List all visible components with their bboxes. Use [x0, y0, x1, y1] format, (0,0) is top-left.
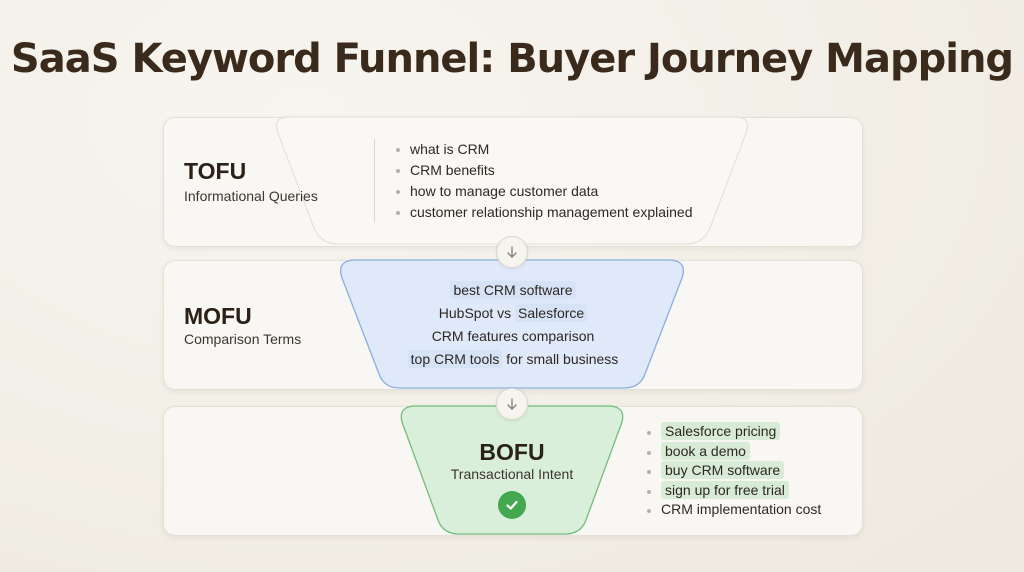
mofu-keyword-text: HubSpot vs: [438, 305, 516, 321]
mofu-keyword-list: best CRM software HubSpot vs Salesforce …: [380, 279, 646, 371]
tofu-title: TOFU: [184, 158, 247, 184]
mofu-keyword-highlight: best CRM software: [450, 281, 576, 299]
bofu-keyword-highlight: sign up for free trial: [661, 480, 789, 499]
bofu-title: BOFU: [479, 439, 545, 465]
bofu-keyword: Salesforce pricing: [647, 422, 821, 442]
tofu-keyword: what is CRM: [396, 139, 693, 160]
arrow-down-glyph: [507, 398, 517, 410]
page-title: SaaS Keyword Funnel: Buyer Journey Mappi…: [10, 36, 1014, 82]
tofu-keyword: how to manage customer data: [396, 181, 693, 202]
bofu-funnel-shape: [400, 405, 624, 535]
checkmark-icon: [498, 491, 526, 519]
mofu-keyword-highlight: top CRM tools: [407, 350, 503, 368]
mofu-subtitle: Comparison Terms: [184, 331, 302, 347]
tofu-keyword: CRM benefits: [396, 160, 693, 181]
tofu-divider: [374, 139, 375, 223]
bofu-subtitle: Transactional Intent: [450, 466, 574, 482]
checkmark-glyph: [506, 500, 518, 510]
tofu-keyword-list: what is CRM CRM benefits how to manage c…: [396, 139, 693, 223]
tofu-keyword: customer relationship management explain…: [396, 202, 693, 223]
arrow-down-icon: [496, 236, 528, 268]
mofu-keyword: top CRM tools for small business: [380, 348, 646, 371]
bofu-keyword-highlight: book a demo: [661, 441, 750, 460]
arrow-down-glyph: [507, 246, 517, 258]
mofu-keyword: HubSpot vs Salesforce: [380, 302, 646, 325]
bofu-keyword: CRM implementation cost: [647, 500, 821, 520]
bofu-keyword: book a demo: [647, 441, 821, 462]
tofu-subtitle: Informational Queries: [184, 188, 318, 204]
mofu-keyword: CRM features comparison: [431, 328, 595, 344]
bofu-keyword: buy CRM software: [647, 461, 821, 481]
mofu-keyword: best CRM software: [380, 279, 646, 302]
mofu-keyword-highlight: Salesforce: [515, 304, 588, 322]
mofu-title: MOFU: [184, 303, 252, 329]
bofu-keyword: sign up for free trial: [647, 480, 821, 501]
mofu-keyword-text: for small business: [502, 351, 619, 367]
bofu-keyword-list: Salesforce pricing book a demo buy CRM s…: [647, 422, 821, 520]
bofu-keyword-highlight: buy CRM software: [661, 461, 785, 479]
bofu-keyword-highlight: Salesforce pricing: [661, 422, 781, 440]
arrow-down-icon: [496, 388, 528, 420]
tofu-funnel-shape: [276, 116, 749, 245]
